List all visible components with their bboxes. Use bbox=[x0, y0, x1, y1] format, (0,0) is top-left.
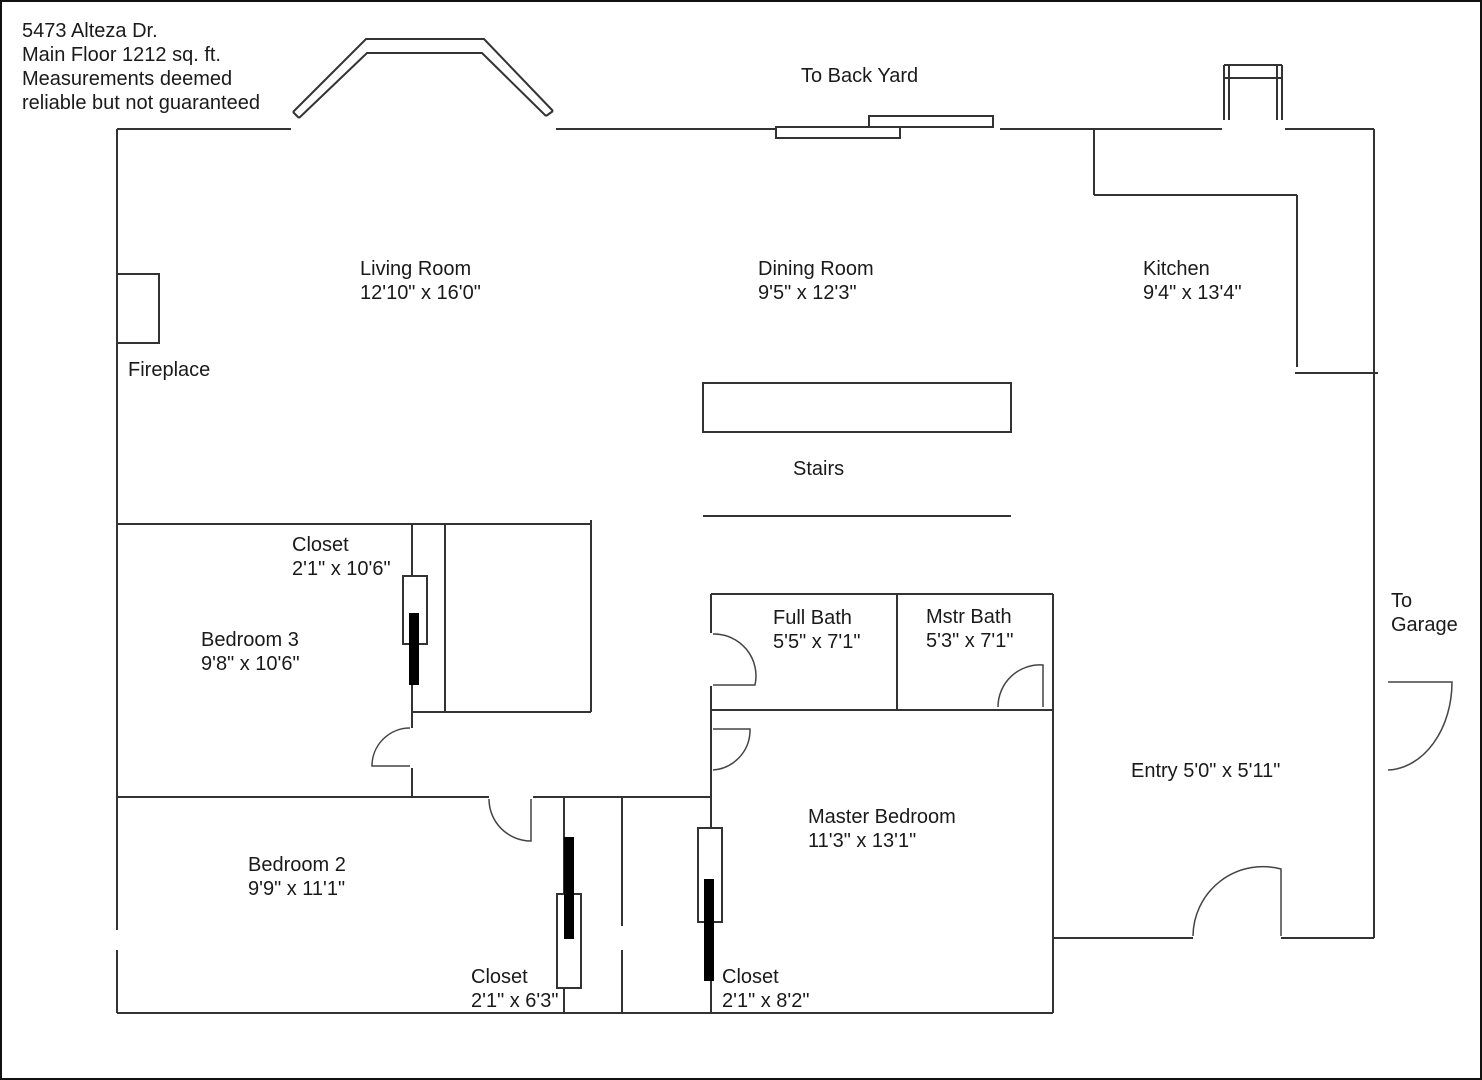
garage-label-line2: Garage bbox=[1391, 614, 1458, 636]
floor-area-label: Main Floor 1212 sq. ft. bbox=[22, 44, 221, 66]
bedroom2-walls bbox=[117, 796, 711, 1013]
bedroom2-name: Bedroom 2 bbox=[248, 854, 346, 876]
garage-label-line1: To bbox=[1391, 590, 1413, 612]
address-label: 5473 Alteza Dr. bbox=[22, 20, 158, 42]
bedroom2-size: 9'9" x 11'1" bbox=[248, 878, 346, 900]
kitchen-window bbox=[1223, 64, 1283, 120]
dining-room-size: 9'5" x 12'3" bbox=[758, 282, 857, 304]
master-bedroom-name: Master Bedroom bbox=[808, 806, 956, 828]
disclaimer-line1: Measurements deemed bbox=[22, 68, 233, 90]
closet-bed2-size: 2'1" x 6'3" bbox=[471, 990, 559, 1012]
bay-window bbox=[292, 38, 554, 119]
dining-room-name: Dining Room bbox=[758, 258, 874, 280]
bedroom3-size: 9'8" x 10'6" bbox=[201, 653, 300, 675]
master-bath-name: Mstr Bath bbox=[926, 606, 1012, 628]
disclaimer-line2: reliable but not guaranteed bbox=[22, 92, 260, 114]
bedroom3-name: Bedroom 3 bbox=[201, 629, 299, 651]
back-yard-label: To Back Yard bbox=[801, 65, 919, 87]
kitchen-size: 9'4" x 13'4" bbox=[1143, 282, 1242, 304]
closet-bed2-name: Closet bbox=[471, 966, 528, 988]
bath-walls bbox=[710, 593, 1054, 1013]
stairs-label: Stairs bbox=[793, 458, 845, 480]
sliding-door bbox=[775, 115, 994, 139]
living-room-name: Living Room bbox=[360, 258, 472, 280]
master-bedroom-size: 11'3" x 13'1" bbox=[808, 830, 917, 852]
entry-label: Entry 5'0" x 5'11" bbox=[1131, 760, 1281, 782]
fireplace-label: Fireplace bbox=[128, 359, 211, 381]
full-bath-name: Full Bath bbox=[773, 607, 852, 629]
full-bath-size: 5'5" x 7'1" bbox=[773, 631, 861, 653]
stairs bbox=[702, 382, 1012, 517]
entry-doors bbox=[1192, 680, 1453, 937]
closet-master-size: 2'1" x 8'2" bbox=[722, 990, 810, 1012]
master-bath-size: 5'3" x 7'1" bbox=[926, 630, 1014, 652]
fireplace bbox=[116, 273, 160, 344]
closet-bed3-name: Closet bbox=[292, 534, 349, 556]
kitchen-name: Kitchen bbox=[1143, 258, 1210, 280]
living-room-size: 12'10" x 16'0" bbox=[360, 282, 481, 304]
kitchen-walls bbox=[1093, 129, 1378, 374]
master-closet bbox=[697, 827, 723, 981]
closet-bed3-size: 2'1" x 10'6" bbox=[292, 558, 391, 580]
closet-master-name: Closet bbox=[722, 966, 779, 988]
